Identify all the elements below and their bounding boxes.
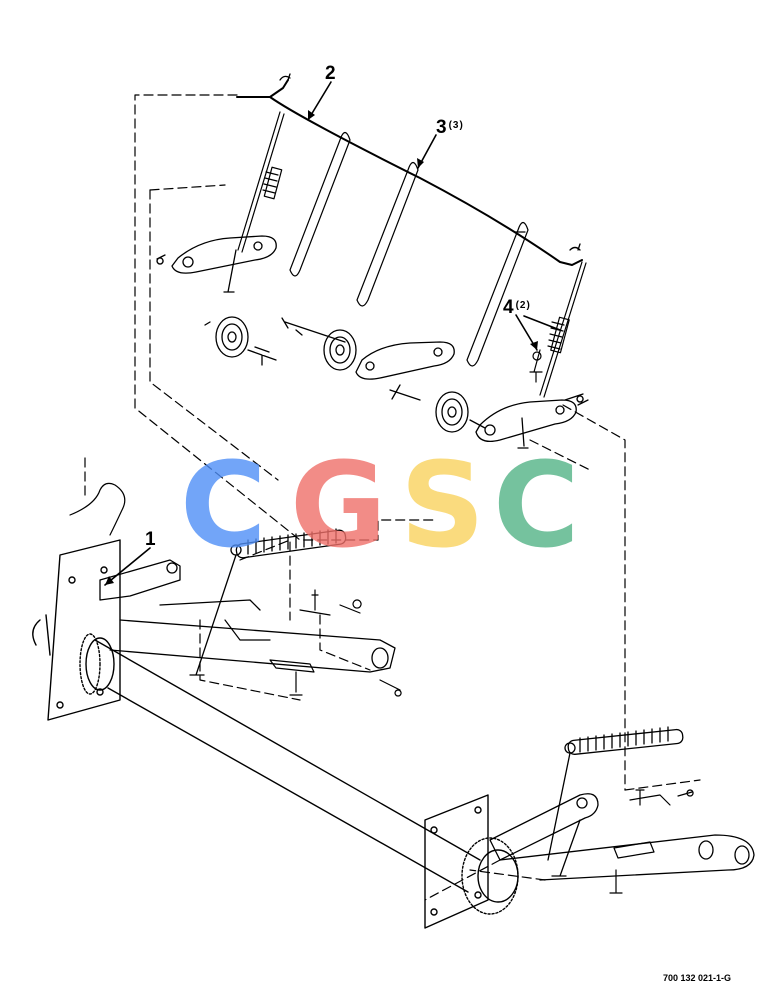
callout-number: 1: [145, 529, 156, 550]
leader-arrowheads: [105, 110, 538, 585]
compression-springs: [262, 166, 570, 383]
lower-left-arm: [99, 559, 396, 673]
right-side-plate: [424, 794, 489, 929]
callout-number: 3: [436, 117, 447, 138]
guide-rods: [237, 111, 587, 398]
tension-spring-right: [547, 726, 684, 861]
watermark-letter-g: G: [290, 436, 387, 574]
rod-2: [236, 79, 583, 266]
callout-quantity: (2): [515, 300, 531, 311]
upper-arm-right: [475, 393, 589, 449]
callout-quantity: (3): [448, 120, 464, 131]
callout-1: 1: [145, 530, 156, 549]
cross-shaft: [79, 633, 519, 915]
left-side-plate: [32, 539, 121, 721]
callout-3: 3(3): [436, 118, 464, 137]
callout-number: 2: [325, 63, 336, 84]
lower-right-arm: [489, 793, 755, 881]
upper-arm-left: [156, 235, 277, 293]
lower-left-phantom: [84, 457, 371, 701]
middle-arm: [355, 341, 455, 380]
upper-phantom-frame: [134, 94, 626, 791]
lower-right-hardware: [609, 789, 694, 894]
watermark-letter-c1: C: [180, 436, 267, 574]
tension-spring-left: [189, 528, 347, 676]
watermark-letter-s: S: [400, 436, 485, 574]
pulleys: [204, 316, 486, 433]
callout-2: 2: [325, 64, 336, 83]
figure-reference-number: 700 132 021-1-G: [663, 973, 732, 983]
hose-loop: [69, 482, 126, 536]
callout-number: 4: [503, 297, 514, 318]
leader-1: [104, 547, 151, 586]
rod-2-end-left: [279, 73, 291, 81]
lower-left-hardware: [224, 589, 402, 697]
leader-4b: [523, 315, 561, 331]
callout-4: 4(2): [503, 298, 531, 317]
watermark-letter-c2: C: [493, 436, 580, 574]
lower-right-phantom: [424, 779, 701, 901]
rod-2-end-right: [569, 243, 581, 251]
